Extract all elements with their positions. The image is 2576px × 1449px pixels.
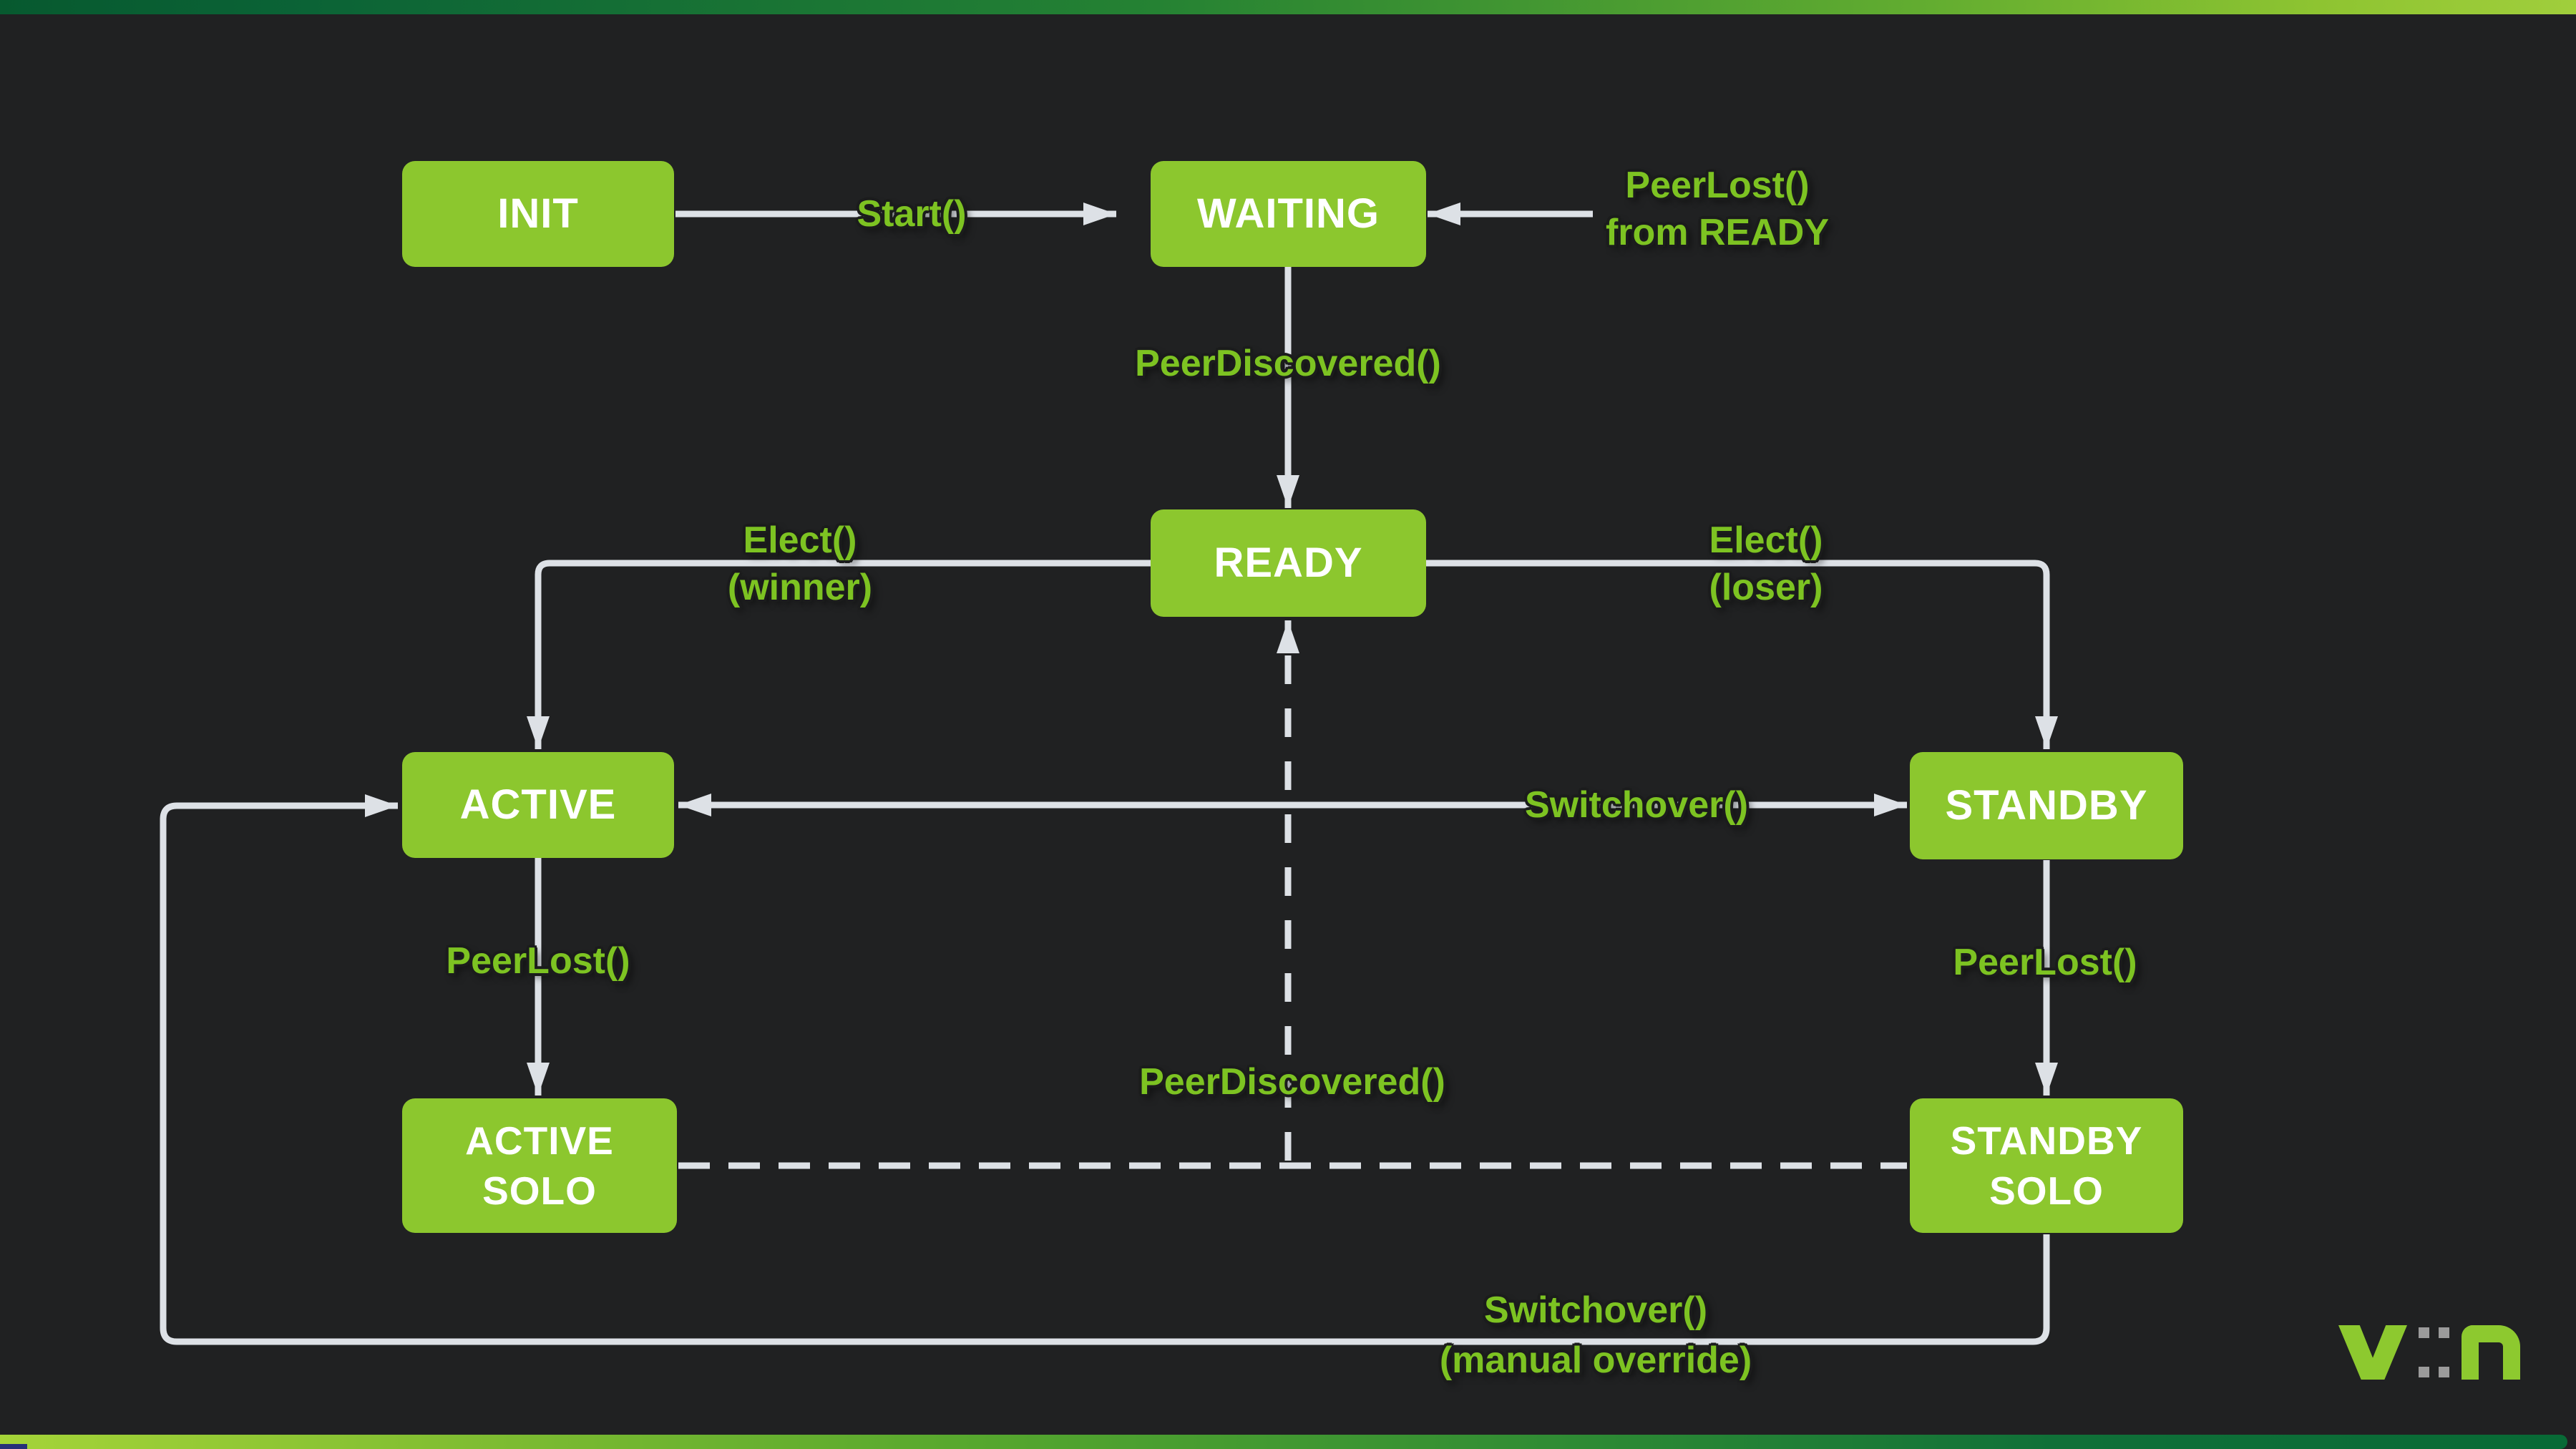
state-label: SOLO: [1989, 1169, 2104, 1213]
transition-label-peerdiscovered-top: PeerDiscovered(): [1135, 343, 1441, 384]
transition-label-switchover: Switchover(): [1524, 784, 1749, 826]
state-label: READY: [1214, 540, 1363, 586]
state-label: INIT: [497, 190, 579, 237]
transition-label-start: Start(): [857, 193, 967, 235]
bottom-gradient-bar: [0, 1435, 2567, 1449]
transition-label-peerlost-from-ready: PeerLost() from READY: [1605, 165, 1830, 253]
state-label: ACTIVE: [465, 1118, 614, 1163]
state-label: STANDBY: [1945, 782, 2148, 829]
logo-v-glyph: [2338, 1325, 2407, 1380]
state-label: WAITING: [1196, 190, 1380, 237]
state-box-standby: STANDBY: [1910, 752, 2183, 859]
transition-label-elect-loser: Elect() (loser): [1709, 519, 1823, 608]
transition-label-peerlost-right: PeerLost(): [1953, 942, 2137, 983]
state-box-standby-solo: STANDBY SOLO: [1910, 1098, 2183, 1233]
logo-colon-square-icon: [2419, 1327, 2429, 1338]
state-label: SOLO: [482, 1169, 597, 1213]
logo-colon-square-icon: [2439, 1367, 2449, 1377]
transition-label-switchover-manual: Switchover() (manual override): [1439, 1289, 1752, 1381]
state-label: ACTIVE: [459, 781, 617, 828]
state-box-ready: READY: [1151, 509, 1426, 617]
bottom-left-blue-accent: [0, 1444, 27, 1449]
state-box-active-solo: ACTIVE SOLO: [402, 1098, 677, 1233]
brand-logo: [2338, 1325, 2522, 1380]
transition-label-peerdiscovered-mid: PeerDiscovered(): [1139, 1061, 1445, 1103]
state-label: STANDBY: [1950, 1118, 2143, 1163]
logo-n-glyph: [2462, 1325, 2520, 1380]
state-box-init: INIT: [402, 161, 674, 267]
transition-label-elect-winner: Elect() (winner): [727, 519, 873, 608]
transition-label-peerlost-left: PeerLost(): [446, 940, 630, 982]
state-box-waiting: WAITING: [1151, 161, 1426, 267]
logo-colon-square-icon: [2419, 1367, 2429, 1377]
logo-colon-square-icon: [2439, 1327, 2449, 1338]
state-box-active: ACTIVE: [402, 752, 674, 858]
top-gradient-bar: [0, 0, 2576, 14]
